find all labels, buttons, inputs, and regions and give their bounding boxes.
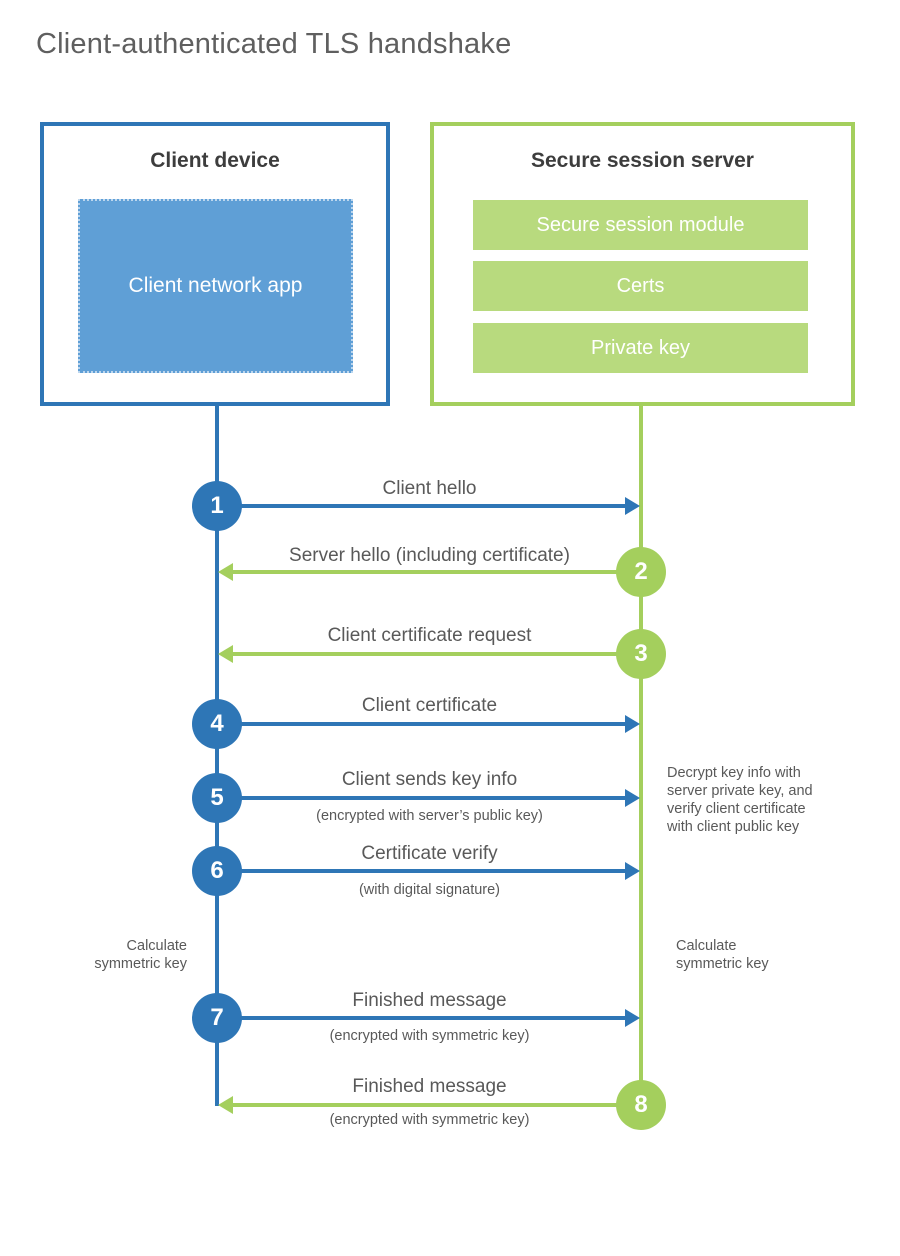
client-device-title: Client device (150, 149, 280, 172)
step-circle-6: 6 (192, 846, 242, 896)
arrow-line (218, 1016, 627, 1020)
message-5-label: Client sends key info (341, 769, 518, 790)
client-network-app-label: Client network app (128, 273, 303, 297)
message-3-label: Client certificate request (327, 625, 532, 646)
arrowhead-right-icon (625, 862, 640, 880)
message-5-sublabel: (encrypted with server’s public key) (316, 808, 543, 824)
server-module-certs: Certs (473, 261, 808, 311)
message-2-label: Server hello (including certificate) (289, 545, 570, 566)
step-circle-7: 7 (192, 993, 242, 1043)
client-lifeline (215, 406, 219, 1106)
message-6-label: Certificate verify (361, 843, 498, 864)
message-6-sublabel: (with digital signature) (358, 882, 501, 898)
arrowhead-left-icon (218, 563, 233, 581)
secure-session-server-title: Secure session server (531, 149, 754, 172)
message-7-label: Finished message (352, 990, 507, 1011)
message-3-arrow (218, 645, 640, 663)
annotation-calc-key-client: Calculate symmetric key (94, 938, 187, 972)
arrowhead-right-icon (625, 715, 640, 733)
message-7-sublabel: (encrypted with symmetric key) (329, 1028, 530, 1044)
arrowhead-right-icon (625, 497, 640, 515)
message-5-arrow (218, 789, 640, 807)
message-7-arrow (218, 1009, 640, 1027)
server-lifeline (639, 406, 643, 1106)
message-2-arrow (218, 563, 640, 581)
page-title: Client-authenticated TLS handshake (36, 28, 512, 60)
message-6-arrow (218, 862, 640, 880)
message-4-arrow (218, 715, 640, 733)
message-8-arrow (218, 1096, 640, 1114)
arrowhead-left-icon (218, 645, 233, 663)
arrowhead-right-icon (625, 1009, 640, 1027)
step-circle-2: 2 (616, 547, 666, 597)
step-circle-3: 3 (616, 629, 666, 679)
client-network-app-module: Client network app (78, 199, 353, 373)
message-4-label: Client certificate (361, 695, 498, 716)
arrow-line (218, 869, 627, 873)
message-8-label: Finished message (352, 1076, 507, 1097)
arrow-line (218, 796, 627, 800)
message-1-label: Client hello (382, 478, 477, 499)
step-circle-8: 8 (616, 1080, 666, 1130)
arrow-line (231, 1103, 640, 1107)
annotation-decrypt-note: Decrypt key info with server private key… (667, 765, 813, 835)
arrowhead-left-icon (218, 1096, 233, 1114)
annotation-calc-key-server: Calculate symmetric key (676, 938, 769, 972)
arrow-line (218, 504, 627, 508)
step-circle-1: 1 (192, 481, 242, 531)
arrow-line (231, 652, 640, 656)
step-circle-5: 5 (192, 773, 242, 823)
server-module-secure-session: Secure session module (473, 200, 808, 250)
message-1-arrow (218, 497, 640, 515)
step-circle-4: 4 (192, 699, 242, 749)
server-module-private-key: Private key (473, 323, 808, 373)
message-8-sublabel: (encrypted with symmetric key) (329, 1112, 530, 1128)
arrowhead-right-icon (625, 789, 640, 807)
arrow-line (218, 722, 627, 726)
arrow-line (231, 570, 640, 574)
